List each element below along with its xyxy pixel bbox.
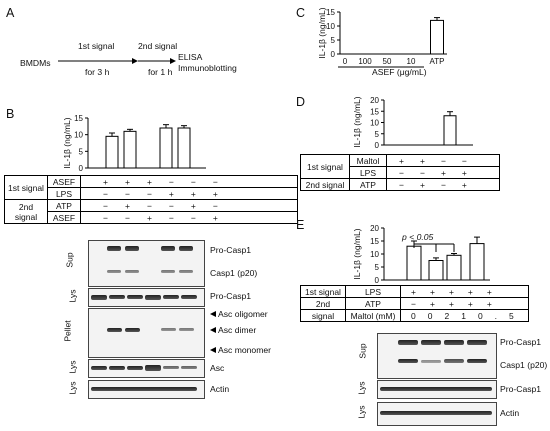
panel-e-table: 1st signal LPS +++++ 2nd ATP −++++ signa… (300, 285, 529, 322)
y-tick-label: 5 (375, 130, 380, 139)
y-tick-label: 15 (370, 107, 379, 116)
b-group-2nd: 2nd signal (4, 199, 48, 224)
x-tick-label: 0 (343, 57, 348, 66)
y-tick-label: 0 (375, 276, 380, 285)
x-tick-label: 50 (383, 57, 392, 66)
y-tick-label: 0 (375, 141, 380, 150)
y-tick-label: 20 (370, 224, 379, 233)
b-label-procasp1-lys: Pro-Casp1 (210, 291, 252, 301)
x-tick-label: 100 (358, 57, 372, 66)
d-group-2nd: 2nd signal (300, 178, 350, 191)
y-axis-label: IL-1β (ng/mL) (317, 7, 327, 58)
e-row-maltol: Maltol (mM) (345, 309, 401, 322)
b-blot-sup (88, 240, 205, 287)
bmdms-label: BMDMs (20, 58, 51, 68)
bar (446, 254, 462, 281)
panel-d-table: 1st signal Maltol ++−− LPS −−++ 2nd sign… (300, 154, 500, 191)
bar (428, 260, 444, 281)
signal2-label: 2nd signal (138, 41, 178, 51)
e-marks-atp: −++++ (400, 297, 529, 310)
y-axis-label: IL-1β (ng/mL) (62, 117, 72, 168)
y-tick-label: 5 (375, 263, 380, 272)
e-row-atp: ATP (345, 297, 401, 310)
b-blot-actin (88, 380, 205, 399)
e-label-casp1p20: Casp1 (p20) (500, 360, 548, 370)
b-marks-3: −−+−−+ (80, 211, 298, 224)
y-tick-label: 5 (331, 36, 336, 45)
signal1-label: 1st signal (78, 41, 115, 51)
b-label-procasp1: Pro-Casp1 (210, 245, 252, 255)
b-label-casp1p20: Casp1 (p20) (210, 268, 258, 278)
e-label-procasp1-lys: Pro-Casp1 (500, 384, 542, 394)
y-tick-label: 0 (79, 164, 84, 173)
elisa-label: ELISA (178, 52, 203, 62)
x-tick-label: 10 (407, 57, 416, 66)
e-label-procasp1: Pro-Casp1 (500, 337, 542, 347)
panel-b-table: 1st signal ASEF +++−−− LPS −−−+++ 2nd si… (4, 175, 298, 224)
e-lys-label-2: Lys (356, 405, 367, 419)
e-marks-maltol: 00210.5 (400, 309, 529, 322)
signal2-time: for 1 h (148, 67, 173, 77)
y-tick-label: 20 (370, 96, 379, 105)
b-label-asc-oligomer: Asc oligomer (218, 309, 268, 319)
x-tick-label: ATP (430, 57, 445, 66)
y-tick-label: 15 (74, 114, 83, 123)
y-tick-label: 5 (79, 147, 84, 156)
panel-b-letter: B (6, 107, 15, 121)
b-label-asc-dimer: Asc dimer (218, 325, 257, 335)
e-blot-lys-casp (377, 380, 497, 399)
y-axis-label: IL-1β (ng/mL) (352, 228, 362, 279)
b-label-actin: Actin (210, 384, 230, 394)
c-xgroup: ASEF (μg/mL) (372, 67, 427, 77)
e-blot-actin (377, 402, 497, 426)
signal1-time: for 3 h (85, 67, 110, 77)
panel-a-letter: A (6, 6, 15, 20)
b-blot-lys-casp (88, 288, 205, 307)
y-tick-label: 10 (370, 119, 379, 128)
y-tick-label: 10 (74, 131, 83, 140)
y-axis-label: IL-1β (ng/mL) (352, 96, 362, 147)
e-marks-lps: +++++ (400, 285, 529, 298)
immunoblotting-label: Immunoblotting (178, 63, 237, 73)
y-tick-label: 15 (326, 8, 335, 17)
panel-d-letter: D (296, 95, 306, 109)
e-pvalue: p < 0.05 (402, 232, 434, 242)
y-tick-label: 0 (331, 50, 336, 59)
panel-e-letter: E (296, 218, 305, 232)
d-marks-2: −+−+ (386, 178, 500, 191)
b-label-asc-monomer: Asc monomer (218, 345, 272, 355)
e-label-actin: Actin (500, 408, 520, 418)
panel-c-letter: C (296, 6, 306, 20)
y-tick-label: 15 (370, 237, 379, 246)
b-label-asc: Asc (210, 363, 225, 373)
y-tick-label: 10 (326, 22, 335, 31)
e-group-1st: 1st signal (300, 285, 346, 298)
e-group-2nd: 2nd (300, 297, 346, 310)
e-blot-sup (377, 333, 497, 379)
b-blot-asc (88, 359, 205, 378)
y-tick-label: 10 (370, 250, 379, 259)
e-group-signal: signal (300, 309, 346, 322)
e-row-lps: LPS (345, 285, 401, 298)
d-row-atp: ATP (349, 178, 387, 191)
bar (469, 243, 485, 281)
e-sup-label: Sup (357, 343, 368, 359)
bar (406, 245, 422, 281)
e-lys-label-1: Lys (356, 381, 367, 395)
b-group-1st: 1st signal (4, 175, 48, 200)
b-blot-pellet (88, 308, 205, 358)
